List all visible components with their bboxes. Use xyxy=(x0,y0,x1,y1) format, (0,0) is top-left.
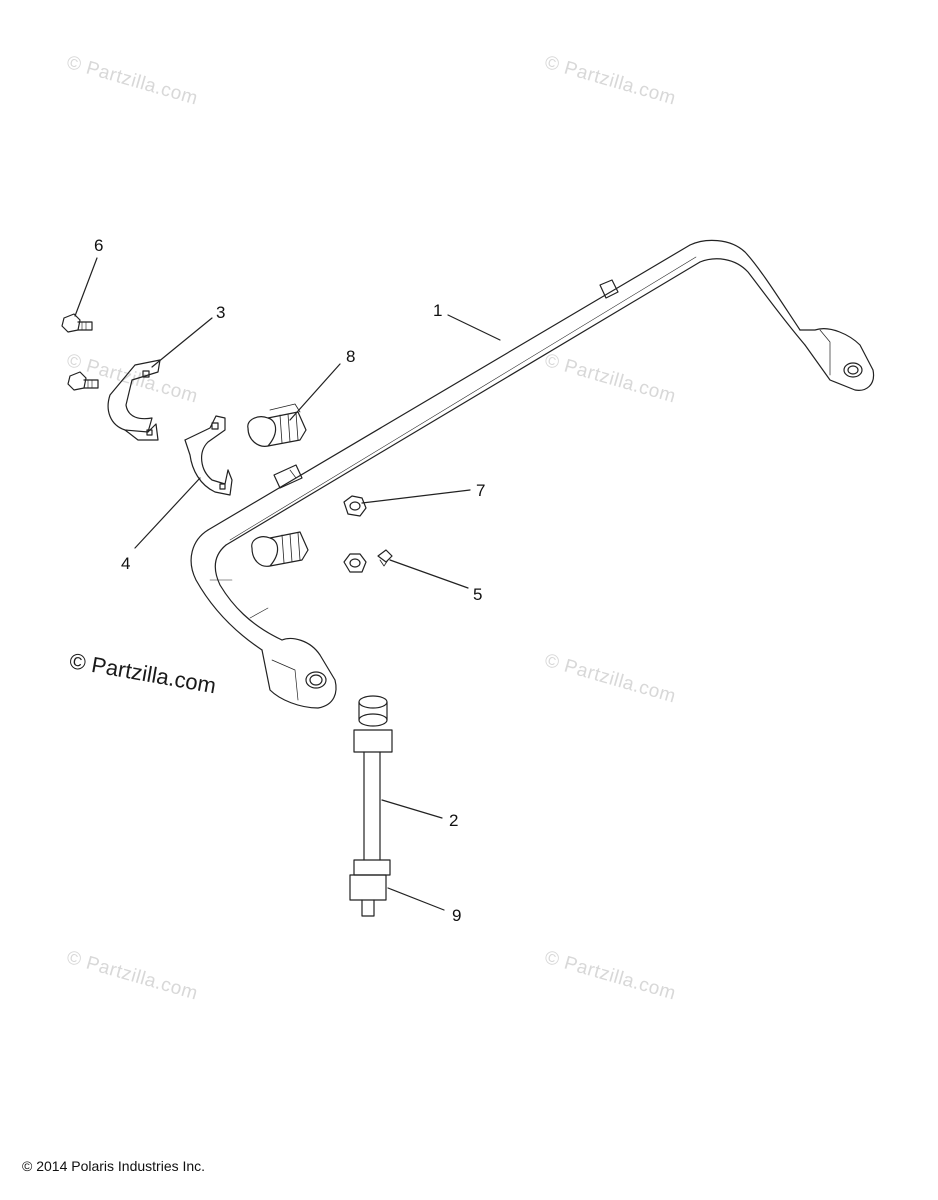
callout-4: 4 xyxy=(121,554,130,573)
leader-line xyxy=(389,559,469,589)
callout-5: 5 xyxy=(473,585,482,604)
bushing-part xyxy=(251,531,309,567)
stabilizer-bar-part xyxy=(190,239,875,709)
callout-7: 7 xyxy=(476,481,485,500)
callout-6: 6 xyxy=(94,236,103,255)
clamp-bracket-part xyxy=(184,415,233,496)
bolt-part xyxy=(61,313,99,391)
copyright-text: © 2014 Polaris Industries Inc. xyxy=(22,1158,206,1174)
leader-line xyxy=(74,257,98,317)
leader-line xyxy=(361,489,471,504)
bushing-part xyxy=(247,403,307,447)
callout-1: 1 xyxy=(433,301,442,320)
leader-line xyxy=(134,477,201,549)
callout-labels: 1 2 3 4 5 6 7 8 9 xyxy=(94,236,485,925)
leader-line xyxy=(289,363,341,421)
clamp-bracket-part xyxy=(107,359,161,441)
leader-line xyxy=(447,314,501,341)
grease-fitting-part xyxy=(377,549,393,567)
end-link-part xyxy=(349,695,393,917)
callout-3: 3 xyxy=(216,303,225,322)
leader-line xyxy=(387,887,445,911)
leader-lines xyxy=(74,257,501,911)
leader-line xyxy=(381,799,443,819)
nut-part xyxy=(343,495,367,573)
callout-2: 2 xyxy=(449,811,458,830)
callout-8: 8 xyxy=(346,347,355,366)
callout-9: 9 xyxy=(452,906,461,925)
leader-line xyxy=(151,317,213,368)
